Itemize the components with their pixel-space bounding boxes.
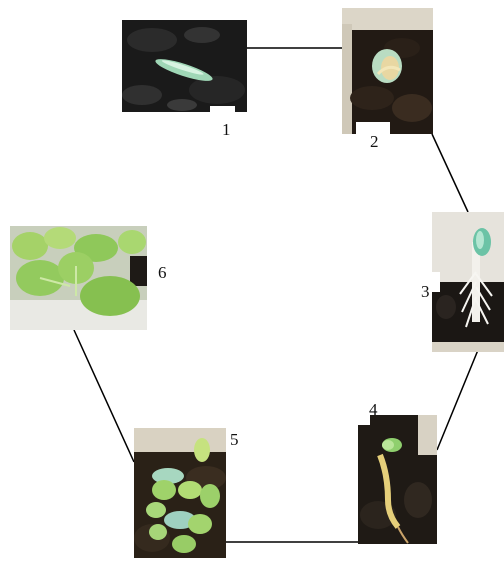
stage-6-photo [10,226,147,330]
stage-2-number: 2 [370,133,379,150]
stage-1-photo [122,20,247,112]
connector-3-4 [437,350,478,450]
stage-5-photo [134,428,226,558]
stage-3-photo [432,212,504,352]
stage-6-number: 6 [158,264,167,281]
stage-5-number: 5 [230,431,239,448]
stage-4-number: 4 [369,401,378,418]
stage-4-photo [358,415,437,544]
stage-2-photo [342,8,433,134]
stage-1-number: 1 [222,121,231,138]
connector-2-3 [432,134,468,212]
stage-3-number: 3 [421,283,430,300]
connector-5-6 [74,330,134,462]
